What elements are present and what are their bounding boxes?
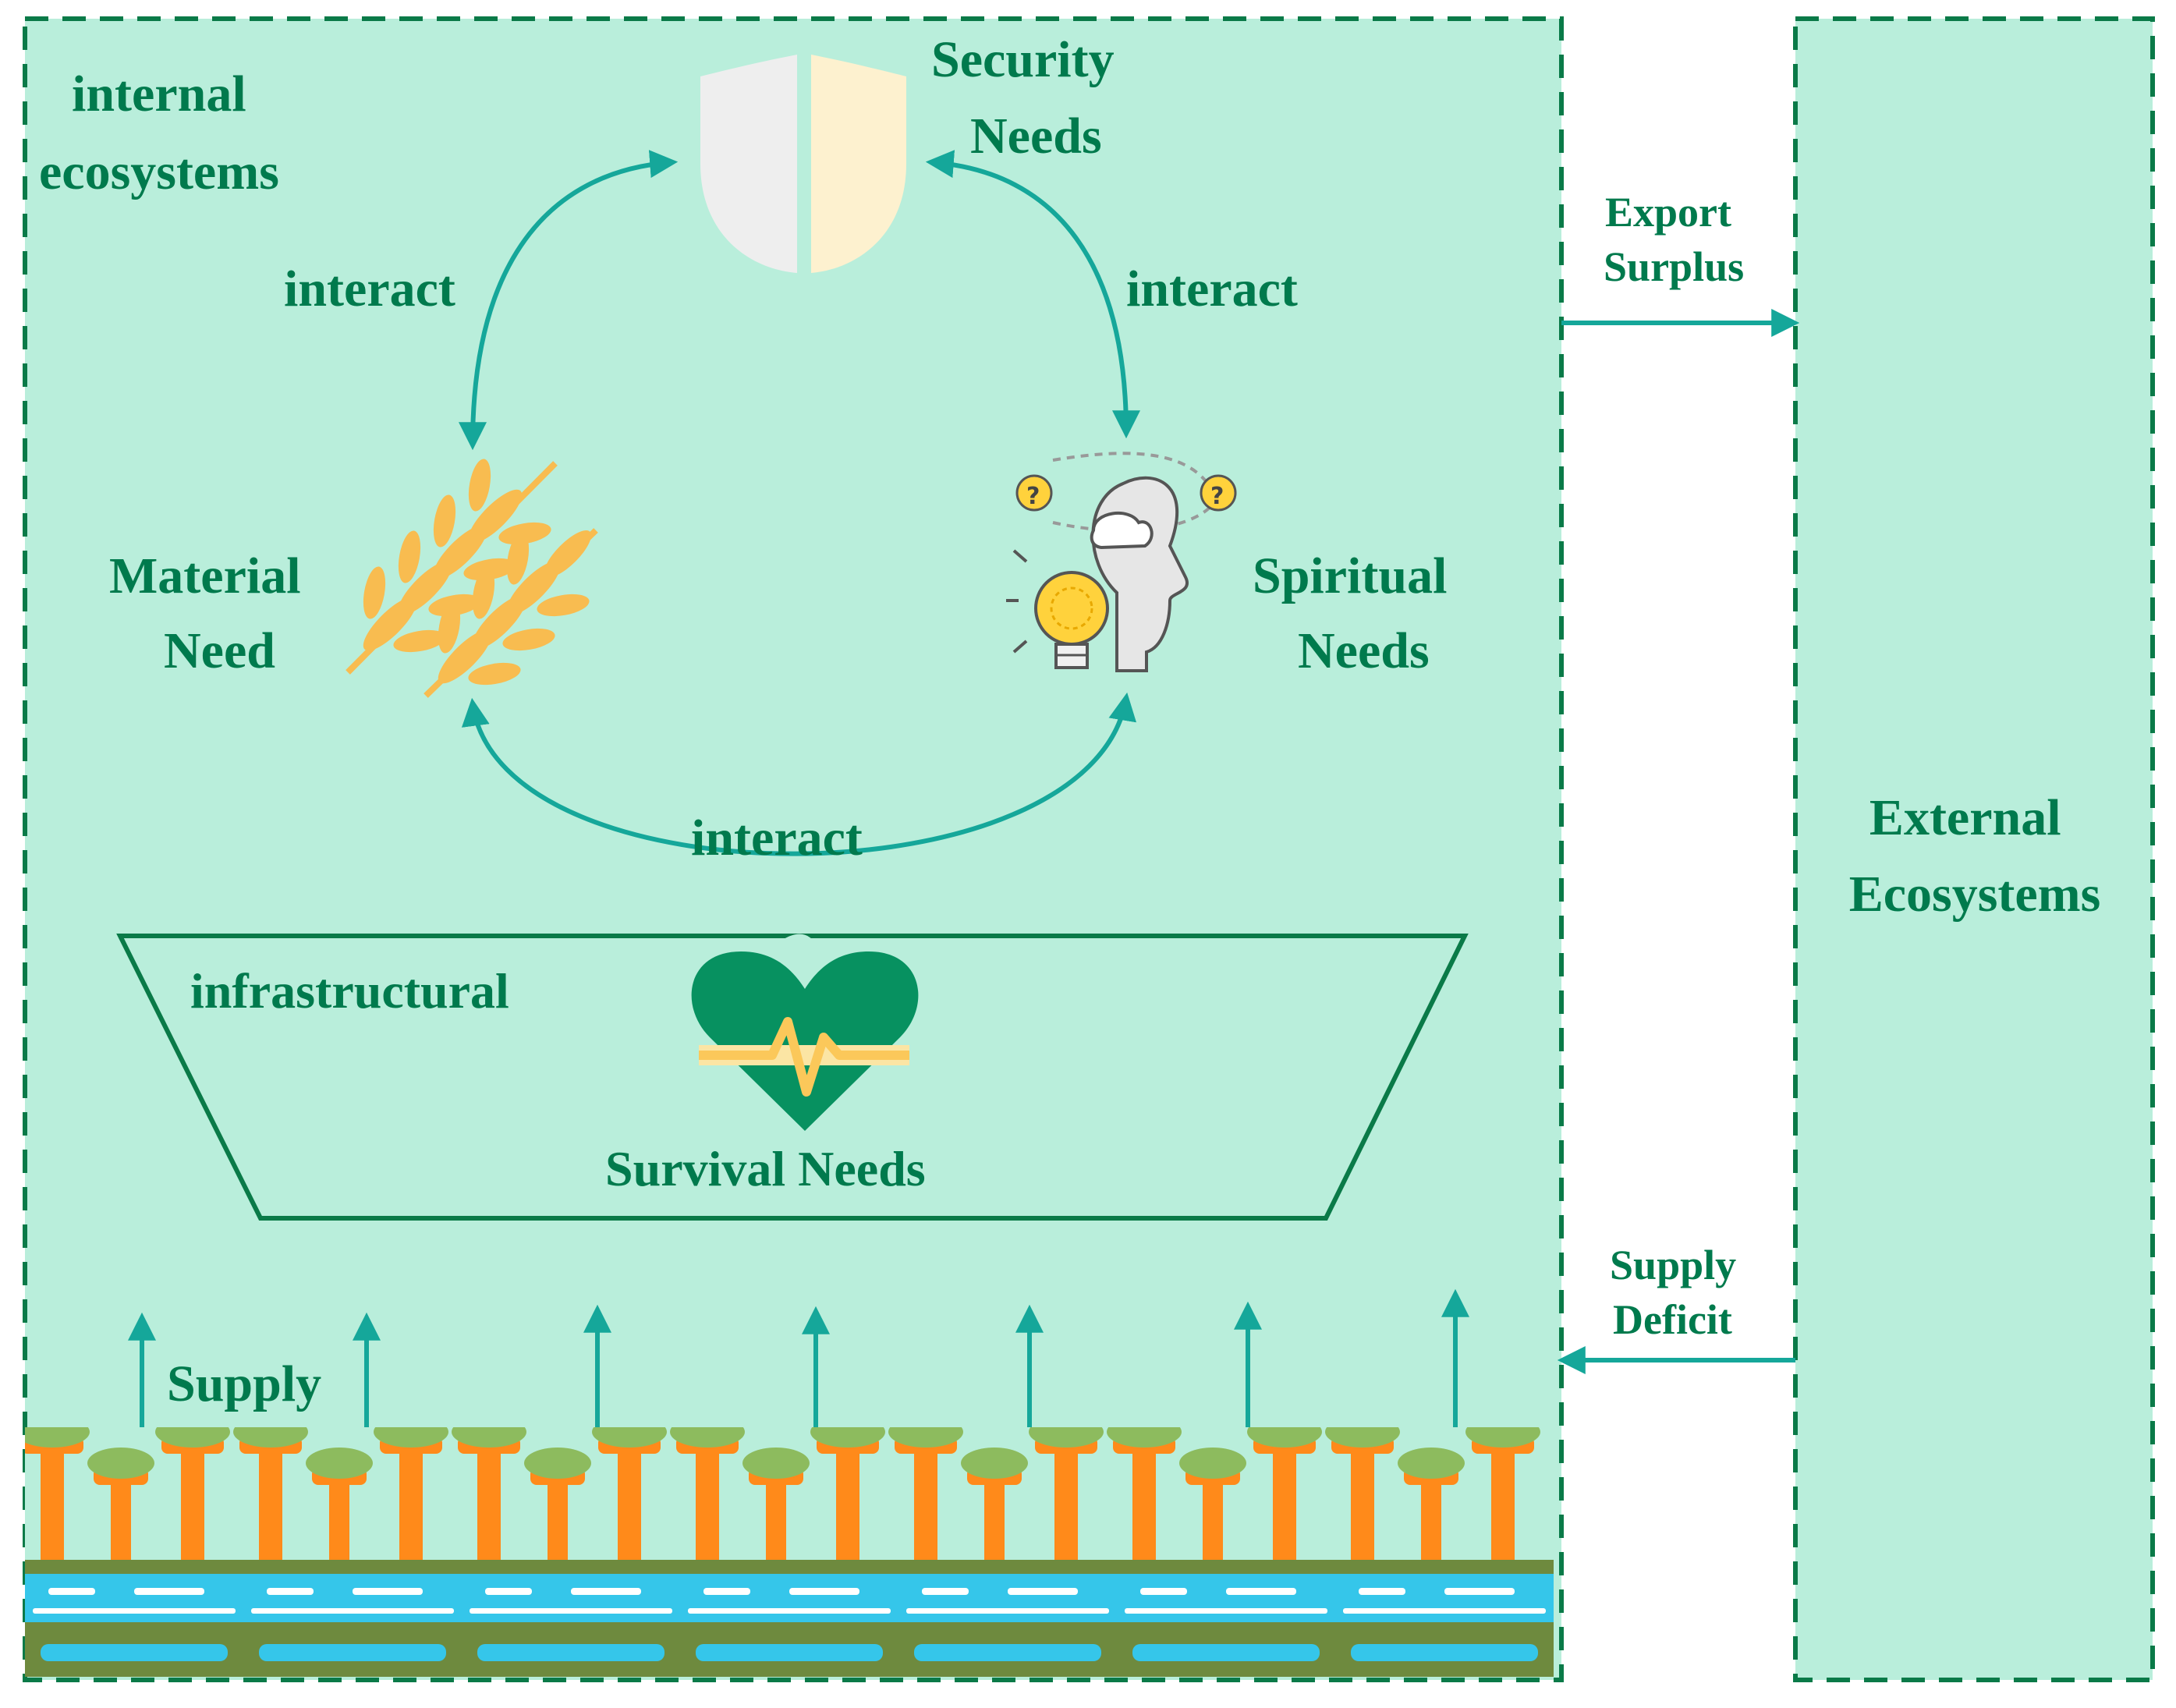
tree	[1325, 1427, 1400, 1560]
lower-stream	[696, 1644, 883, 1661]
tree	[233, 1427, 308, 1560]
internal-ecosystem-panel	[23, 16, 1564, 1682]
supply-deficit-label: Supply Deficit	[1610, 1242, 1747, 1343]
water-ripple	[134, 1588, 204, 1595]
water-ripple	[922, 1588, 969, 1595]
tree	[670, 1427, 745, 1560]
export-surplus-label: Export Surplus	[1604, 189, 1744, 290]
tree	[1398, 1448, 1465, 1560]
svg-text:?: ?	[1210, 483, 1224, 510]
water-ripple	[470, 1608, 672, 1614]
water-ripple	[267, 1588, 314, 1595]
interact-bottom-label: interact	[691, 810, 863, 866]
tree	[1465, 1427, 1540, 1560]
tree	[306, 1448, 373, 1560]
internal-ecosystems-label: internal ecosystems	[39, 66, 279, 200]
tree	[155, 1427, 230, 1560]
water-ripple	[48, 1588, 95, 1595]
infrastructure-trapezoid	[116, 934, 1469, 1221]
water-ripple	[251, 1608, 454, 1614]
tree	[524, 1448, 591, 1560]
tree	[742, 1448, 810, 1560]
material-need-label: Material Need	[109, 547, 314, 679]
wheat-icon	[346, 459, 598, 698]
lower-stream	[1351, 1644, 1538, 1661]
lower-stream	[477, 1644, 664, 1661]
tree	[888, 1427, 963, 1560]
interact-arrow-security-spiritual	[925, 150, 1140, 439]
tree	[1179, 1448, 1246, 1560]
svg-text:?: ?	[1026, 483, 1040, 510]
tree	[25, 1427, 90, 1560]
water-ripple	[1359, 1588, 1405, 1595]
water-ripple	[1125, 1608, 1327, 1614]
tree	[87, 1448, 154, 1560]
tree	[374, 1427, 448, 1560]
tree	[1247, 1427, 1322, 1560]
interact-right-label: interact	[1126, 260, 1298, 317]
interact-arrow-security-material	[459, 150, 679, 451]
tree	[1107, 1427, 1182, 1560]
mind-lightbulb-icon: ? ?	[1006, 452, 1237, 672]
supply-label: Supply	[167, 1355, 321, 1412]
external-ecosystems-label: External Ecosystems	[1849, 789, 2101, 923]
lower-stream	[259, 1644, 446, 1661]
water-ripple	[789, 1588, 859, 1595]
water-ripple	[1008, 1588, 1078, 1595]
water-ripple	[1444, 1588, 1515, 1595]
lower-stream	[1132, 1644, 1320, 1661]
survival-needs-label: Survival Needs	[605, 1141, 926, 1196]
tree	[452, 1427, 526, 1560]
heartbeat-icon	[691, 934, 919, 1131]
water-ripple	[1343, 1608, 1546, 1614]
tree	[961, 1448, 1028, 1560]
water-ripple	[353, 1588, 423, 1595]
shield-icon	[700, 55, 906, 273]
water-ripple	[688, 1608, 891, 1614]
lower-stream	[914, 1644, 1101, 1661]
tree	[592, 1427, 667, 1560]
water-ripple	[1140, 1588, 1187, 1595]
forest-river-icon	[25, 1427, 1554, 1677]
water-ripple	[1226, 1588, 1296, 1595]
infrastructural-label: infrastructural	[190, 963, 509, 1019]
water-ripple	[33, 1608, 236, 1614]
security-needs-label: Security Needs	[931, 31, 1127, 165]
interact-left-label: interact	[284, 260, 455, 317]
water-ripple	[571, 1588, 641, 1595]
tree	[1029, 1427, 1104, 1560]
lower-stream	[41, 1644, 228, 1661]
water-ripple	[703, 1588, 750, 1595]
tree	[810, 1427, 885, 1560]
spiritual-needs-label: Spiritual Needs	[1253, 547, 1460, 679]
interact-arrow-material-spiritual	[462, 692, 1136, 856]
supply-arrows	[128, 1288, 1469, 1427]
water-ripple	[485, 1588, 532, 1595]
external-ecosystem-panel	[1793, 16, 2155, 1682]
water-ripple	[906, 1608, 1109, 1614]
